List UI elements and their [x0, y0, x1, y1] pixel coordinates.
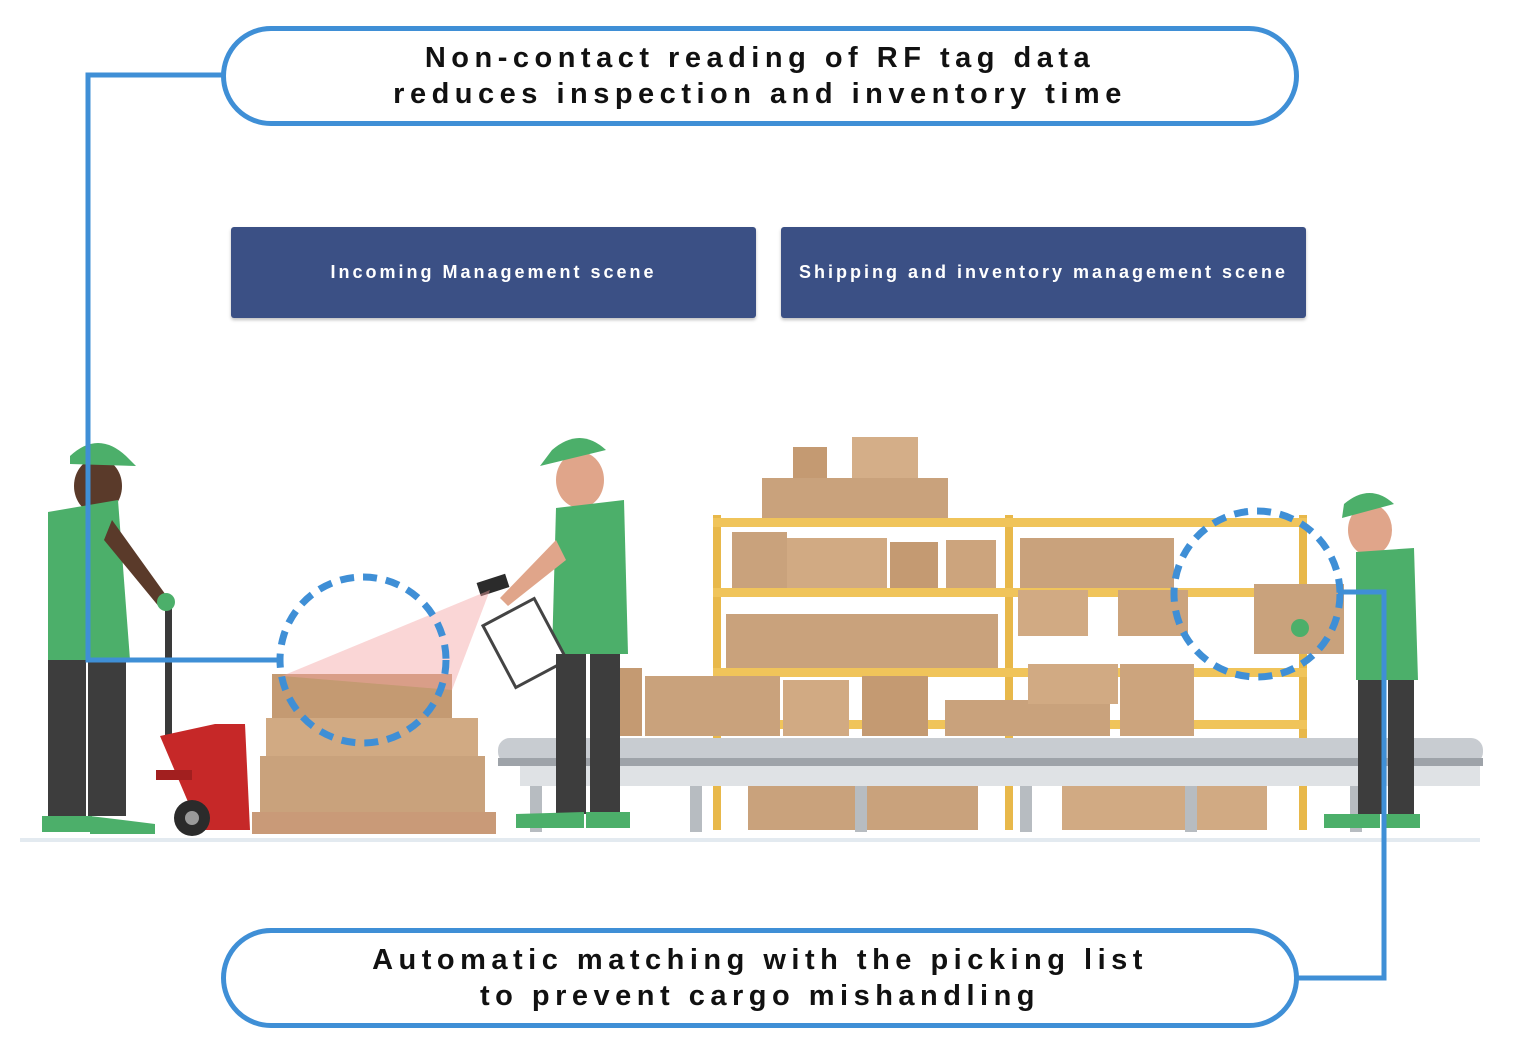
callout-bottom-line1: Automatic matching with the picking list — [372, 944, 1148, 976]
callout-bottom: Automatic matching with the picking list… — [221, 928, 1299, 1028]
worker-scanner — [476, 438, 630, 828]
worker-picking — [1254, 493, 1420, 828]
shipping-inventory-scene-button[interactable]: Shipping and inventory management scene — [781, 227, 1306, 318]
worker-pallet-jack — [42, 443, 175, 834]
pallet-with-boxes — [252, 674, 496, 834]
scan-beam — [282, 590, 490, 690]
conveyor-belt — [498, 738, 1483, 832]
callout-bottom-line2: to prevent cargo mishandling — [479, 980, 1041, 1012]
callout-top-line2: reduces inspection and inventory time — [393, 78, 1127, 110]
connector-bottom — [1297, 589, 1387, 981]
incoming-management-scene-button[interactable]: Incoming Management scene — [231, 227, 756, 318]
connector-top — [85, 72, 282, 663]
shelving-unit — [620, 437, 1307, 830]
shipping-scene-label: Shipping and inventory management scene — [798, 262, 1289, 282]
callout-top-line1: Non-contact reading of RF tag data — [424, 42, 1096, 74]
pallet-jack — [156, 605, 250, 836]
incoming-scene-label: Incoming Management scene — [330, 262, 657, 282]
callout-top: Non-contact reading of RF tag data reduc… — [221, 26, 1299, 126]
carried-box — [1254, 584, 1344, 654]
